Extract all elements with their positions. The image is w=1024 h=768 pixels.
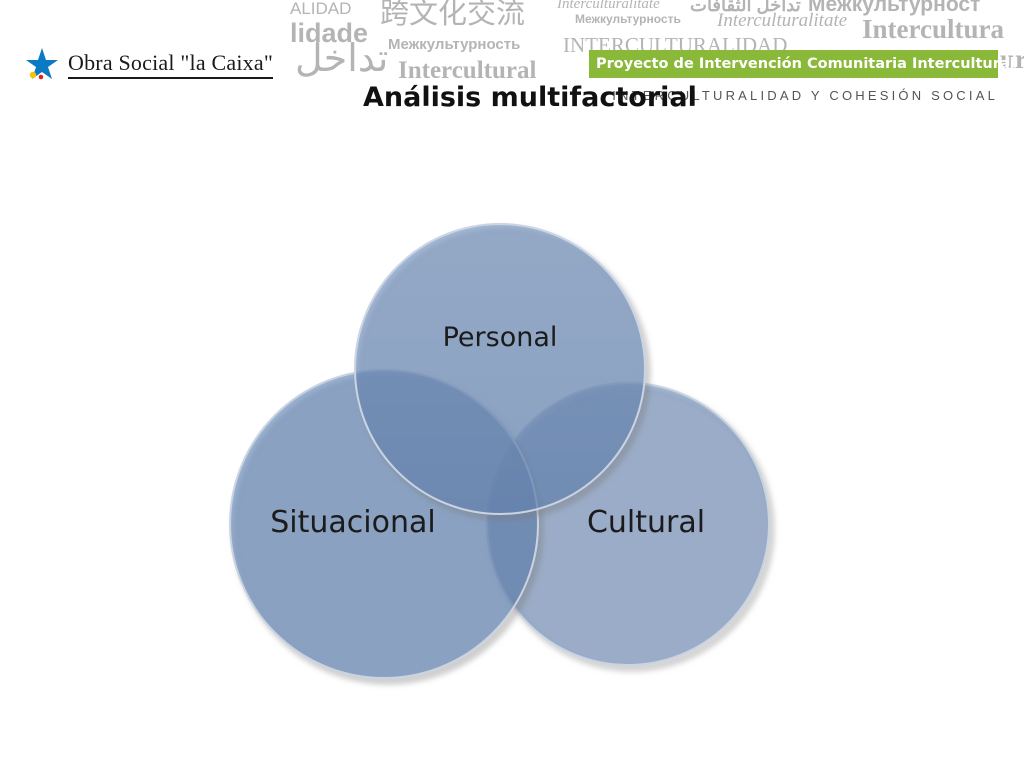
watermark-word: ALIDAD bbox=[290, 0, 352, 18]
logo-text: Obra Social "la Caixa" bbox=[68, 50, 274, 79]
banner-text: Proyecto de Intervención Comunitaria Int… bbox=[596, 56, 1015, 72]
label-personal: Personal bbox=[443, 322, 558, 353]
watermark-word: تداخل الثقافات bbox=[690, 0, 801, 15]
logo: Obra Social "la Caixa" bbox=[22, 44, 274, 84]
label-cultural: Cultural bbox=[587, 505, 705, 540]
watermark-word: Interculturalitate bbox=[557, 0, 660, 12]
watermark-word: Intercultura bbox=[862, 14, 1004, 44]
watermark-word: Interculturalitate bbox=[717, 10, 848, 31]
watermark-word: Межкультурность bbox=[388, 36, 521, 53]
watermark-word: Intercultural bbox=[398, 57, 537, 84]
page-title: Análisis multifactorial bbox=[363, 82, 697, 113]
star-icon bbox=[26, 48, 58, 80]
watermark-word: Межкультурност bbox=[808, 0, 981, 16]
watermark-word: تداخل bbox=[295, 38, 389, 80]
watermark-word: ur bbox=[1000, 44, 1024, 74]
circle-gloss bbox=[355, 224, 645, 514]
project-banner: Proyecto de Intervención Comunitaria Int… bbox=[589, 50, 1015, 78]
watermark-word: lidade bbox=[290, 18, 369, 48]
watermark-word: 跨文化交流 bbox=[380, 0, 526, 30]
tagline: INTERCULTURALIDAD Y COHESIÓN SOCIAL bbox=[612, 88, 998, 103]
watermark-word: Межкультурность bbox=[575, 12, 681, 26]
label-situacional: Situacional bbox=[270, 505, 435, 540]
header-watermark: ALIDAD 跨文化交流 Interculturalitate تداخل ال… bbox=[0, 0, 1024, 120]
